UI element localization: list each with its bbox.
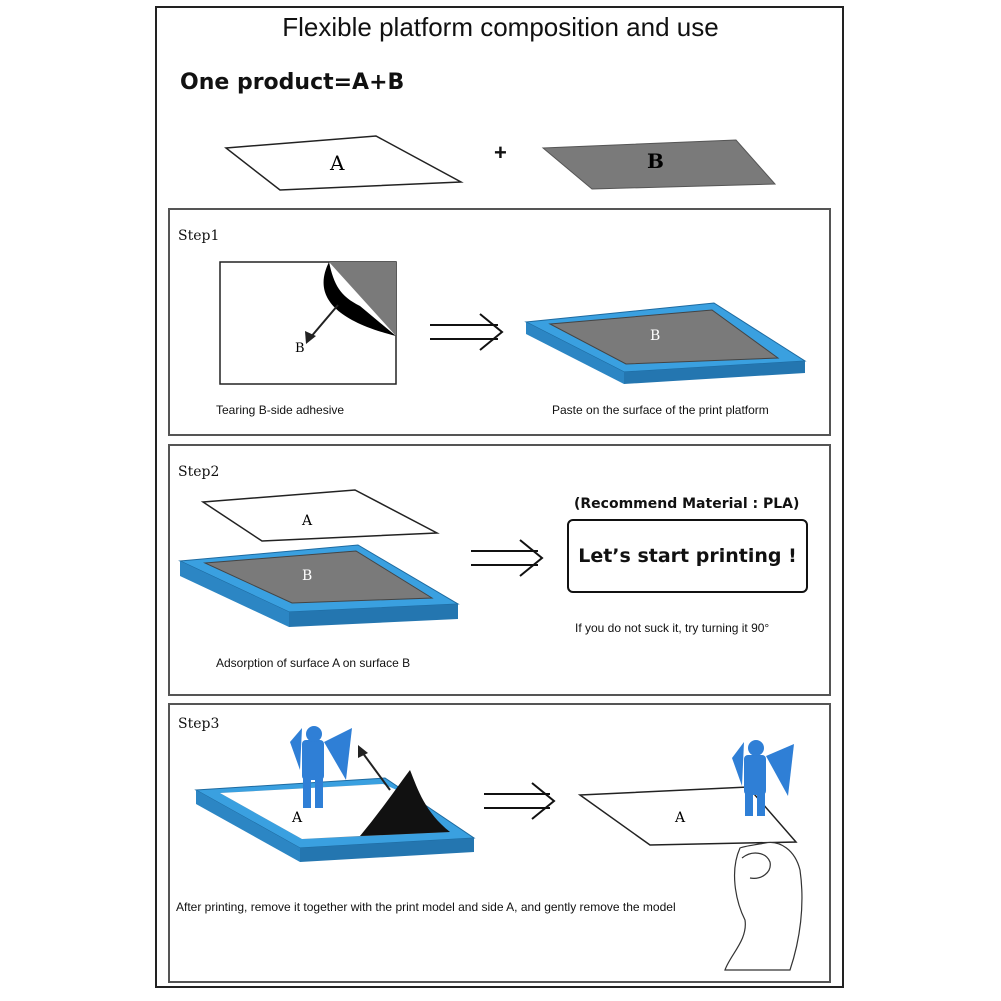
robot-model [290, 726, 352, 808]
step3-caption: After printing, remove it together with … [176, 900, 676, 914]
lift-arrow-line [361, 751, 391, 791]
peel-label: B [295, 341, 305, 356]
start-printing-box: Let’s start printing ! [567, 519, 808, 593]
step2-label: Step2 [178, 464, 220, 480]
platform-side [624, 361, 805, 384]
floating-sheet-a [200, 489, 440, 542]
hand-outline [724, 841, 803, 971]
step2-illustration: A B [178, 489, 544, 627]
sheet-b-label: B [647, 149, 664, 173]
double-arrow-2 [471, 539, 544, 577]
outer-frame [155, 6, 844, 988]
platform2-b-label: B [302, 568, 312, 584]
recommend-material: (Recommend Material : PLA) [574, 496, 800, 512]
step3-label: Step3 [178, 716, 220, 732]
platform3-a-label: A [291, 810, 303, 826]
peel-flap [323, 262, 396, 336]
peel-arrowhead [305, 331, 316, 344]
step1-caption-right: Paste on the surface of the print platfo… [552, 403, 769, 417]
step1-caption-left: Tearing B-side adhesive [216, 403, 345, 417]
page-title: Flexible platform composition and use [282, 12, 719, 42]
intro-sheets: A B [224, 135, 777, 191]
product-formula: One product=A+B [180, 70, 405, 95]
lift-arrowhead [358, 745, 368, 758]
platform2-side [289, 604, 458, 627]
platform3-side [300, 838, 474, 862]
step1-label: Step1 [178, 228, 220, 244]
robot-model-2 [732, 740, 794, 816]
platform-b-label: B [650, 328, 660, 344]
platform3-front [196, 790, 300, 862]
peeling-flap [360, 770, 450, 836]
start-printing-text: Let’s start printing ! [578, 545, 797, 567]
removed-sheet-a [577, 786, 798, 846]
sheet-a-label: A [329, 151, 345, 175]
platform-front [526, 322, 624, 384]
step1-illustration: B B [219, 261, 807, 385]
platform2-front [180, 561, 289, 627]
sheet-a-shape [224, 135, 464, 191]
step2-caption: Adsorption of surface A on surface B [216, 656, 411, 670]
peel-arrow-line [309, 304, 339, 339]
removed-sheet-a-label: A [674, 810, 686, 826]
peel-corner-gray [329, 262, 396, 336]
platform-sheet-b [548, 309, 780, 365]
double-arrow-1 [430, 313, 504, 351]
double-arrow-3 [484, 782, 556, 820]
plus-sign: + [494, 140, 507, 165]
step2-hint: If you do not suck it, try turning it 90… [575, 621, 770, 635]
sheet-b-shape [541, 139, 777, 190]
platform2-sheet-b [203, 550, 434, 604]
thumb-outline [741, 852, 771, 879]
floating-sheet-a-label: A [301, 513, 313, 529]
